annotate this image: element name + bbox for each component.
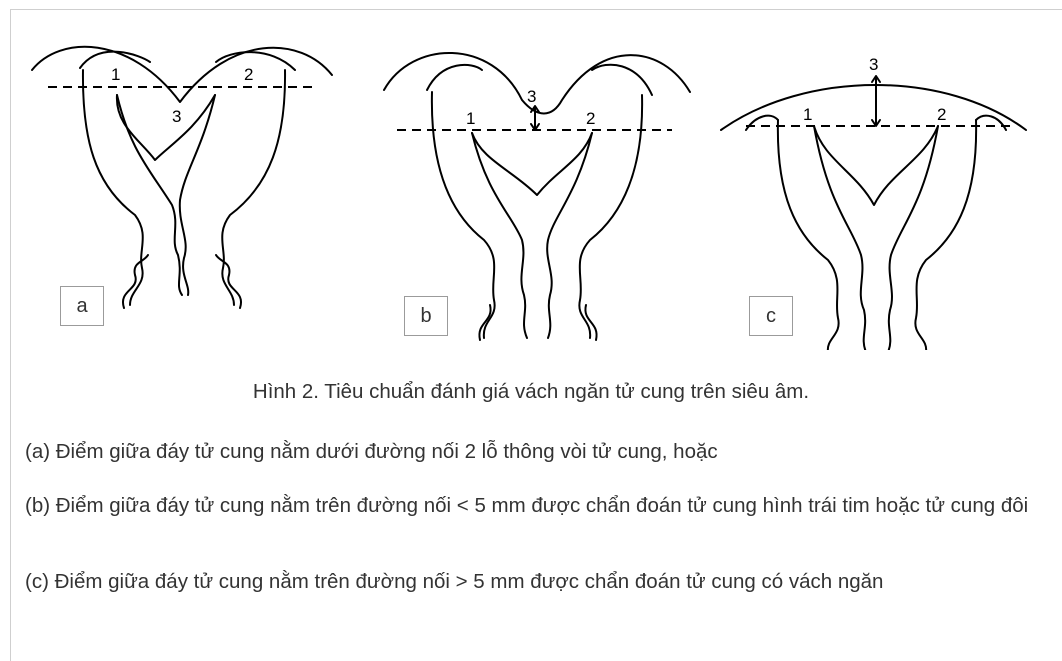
point-1-label: 1 — [111, 65, 120, 84]
cervix-left — [479, 305, 490, 340]
right-horn-inner — [216, 52, 295, 70]
description-a: (a) Điểm giữa đáy tử cung nằm dưới đường… — [25, 436, 1045, 468]
right-outer-wall — [222, 70, 285, 305]
right-outer-wall — [579, 95, 642, 338]
fundus-outline — [32, 47, 332, 102]
point-2-label: 2 — [244, 65, 253, 84]
description-b: (b) Điểm giữa đáy tử cung nằm trên đường… — [25, 490, 1045, 522]
point-3-label: 3 — [869, 55, 878, 74]
cervix-right — [216, 255, 241, 308]
right-outer-wall — [915, 120, 976, 350]
cavity-top — [117, 95, 215, 160]
cavity-right — [180, 95, 215, 295]
panel-label-b: b — [404, 296, 448, 336]
point-2-label: 2 — [937, 105, 946, 124]
description-c: (c) Điểm giữa đáy tử cung nằm trên đường… — [25, 566, 1045, 598]
left-horn-inner — [746, 116, 778, 130]
right-horn-inner — [592, 65, 652, 95]
figure-caption: Hình 2. Tiêu chuẩn đánh giá vách ngăn tử… — [0, 380, 1062, 404]
point-1-label: 1 — [466, 109, 475, 128]
panel-label-a: a — [60, 286, 104, 326]
point-3-label: 3 — [527, 87, 536, 106]
right-horn-inner — [976, 116, 1006, 130]
cervix-left — [123, 255, 148, 308]
panel-label-c: c — [749, 296, 793, 336]
uterus-figure-c: 1 2 3 c — [716, 0, 1046, 350]
left-horn-inner — [427, 65, 482, 90]
uterus-figure-b: 1 2 3 b — [372, 0, 702, 350]
cavity-left — [814, 126, 866, 350]
point-3-label: 3 — [172, 107, 181, 126]
uterus-figure-a: 1 2 3 a — [20, 0, 350, 350]
point-1-label: 1 — [803, 105, 812, 124]
point-2-label: 2 — [586, 109, 595, 128]
cavity-left — [472, 133, 527, 338]
figures-row: 1 2 3 a 1 — [0, 0, 1062, 370]
